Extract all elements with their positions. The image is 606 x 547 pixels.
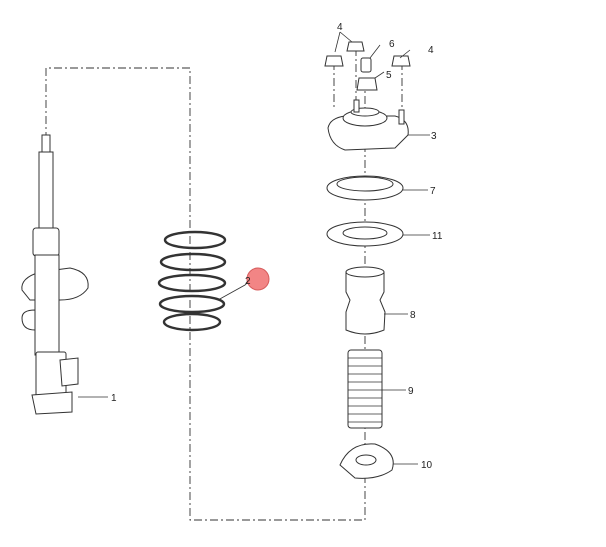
assembly-path-line (45, 67, 366, 521)
lower-insulator[interactable] (339, 443, 394, 479)
callout-4: 4 (428, 45, 434, 56)
callout-8: 8 (410, 310, 416, 321)
spring-insulator[interactable] (326, 221, 404, 247)
callout-3: 3 (431, 131, 437, 142)
callout-7: 7 (430, 186, 436, 197)
callout-9: 9 (408, 386, 414, 397)
callout-1: 1 (111, 393, 117, 404)
callout-2: 2 (245, 276, 251, 287)
top-mount[interactable] (327, 99, 409, 151)
nuts[interactable] (324, 41, 411, 91)
dust-boot[interactable] (347, 349, 383, 429)
callout-5: 5 (386, 70, 392, 81)
strut-assembly[interactable] (21, 134, 89, 415)
callout-11: 11 (432, 231, 443, 242)
callout-6: 6 (389, 39, 395, 50)
callout-4: 4 (337, 22, 343, 33)
callout-10: 10 (421, 460, 433, 471)
highlight-marker[interactable] (246, 267, 270, 291)
coil-spring[interactable] (157, 230, 227, 332)
bearing-seat[interactable] (326, 175, 404, 201)
bump-stop[interactable] (345, 266, 386, 335)
